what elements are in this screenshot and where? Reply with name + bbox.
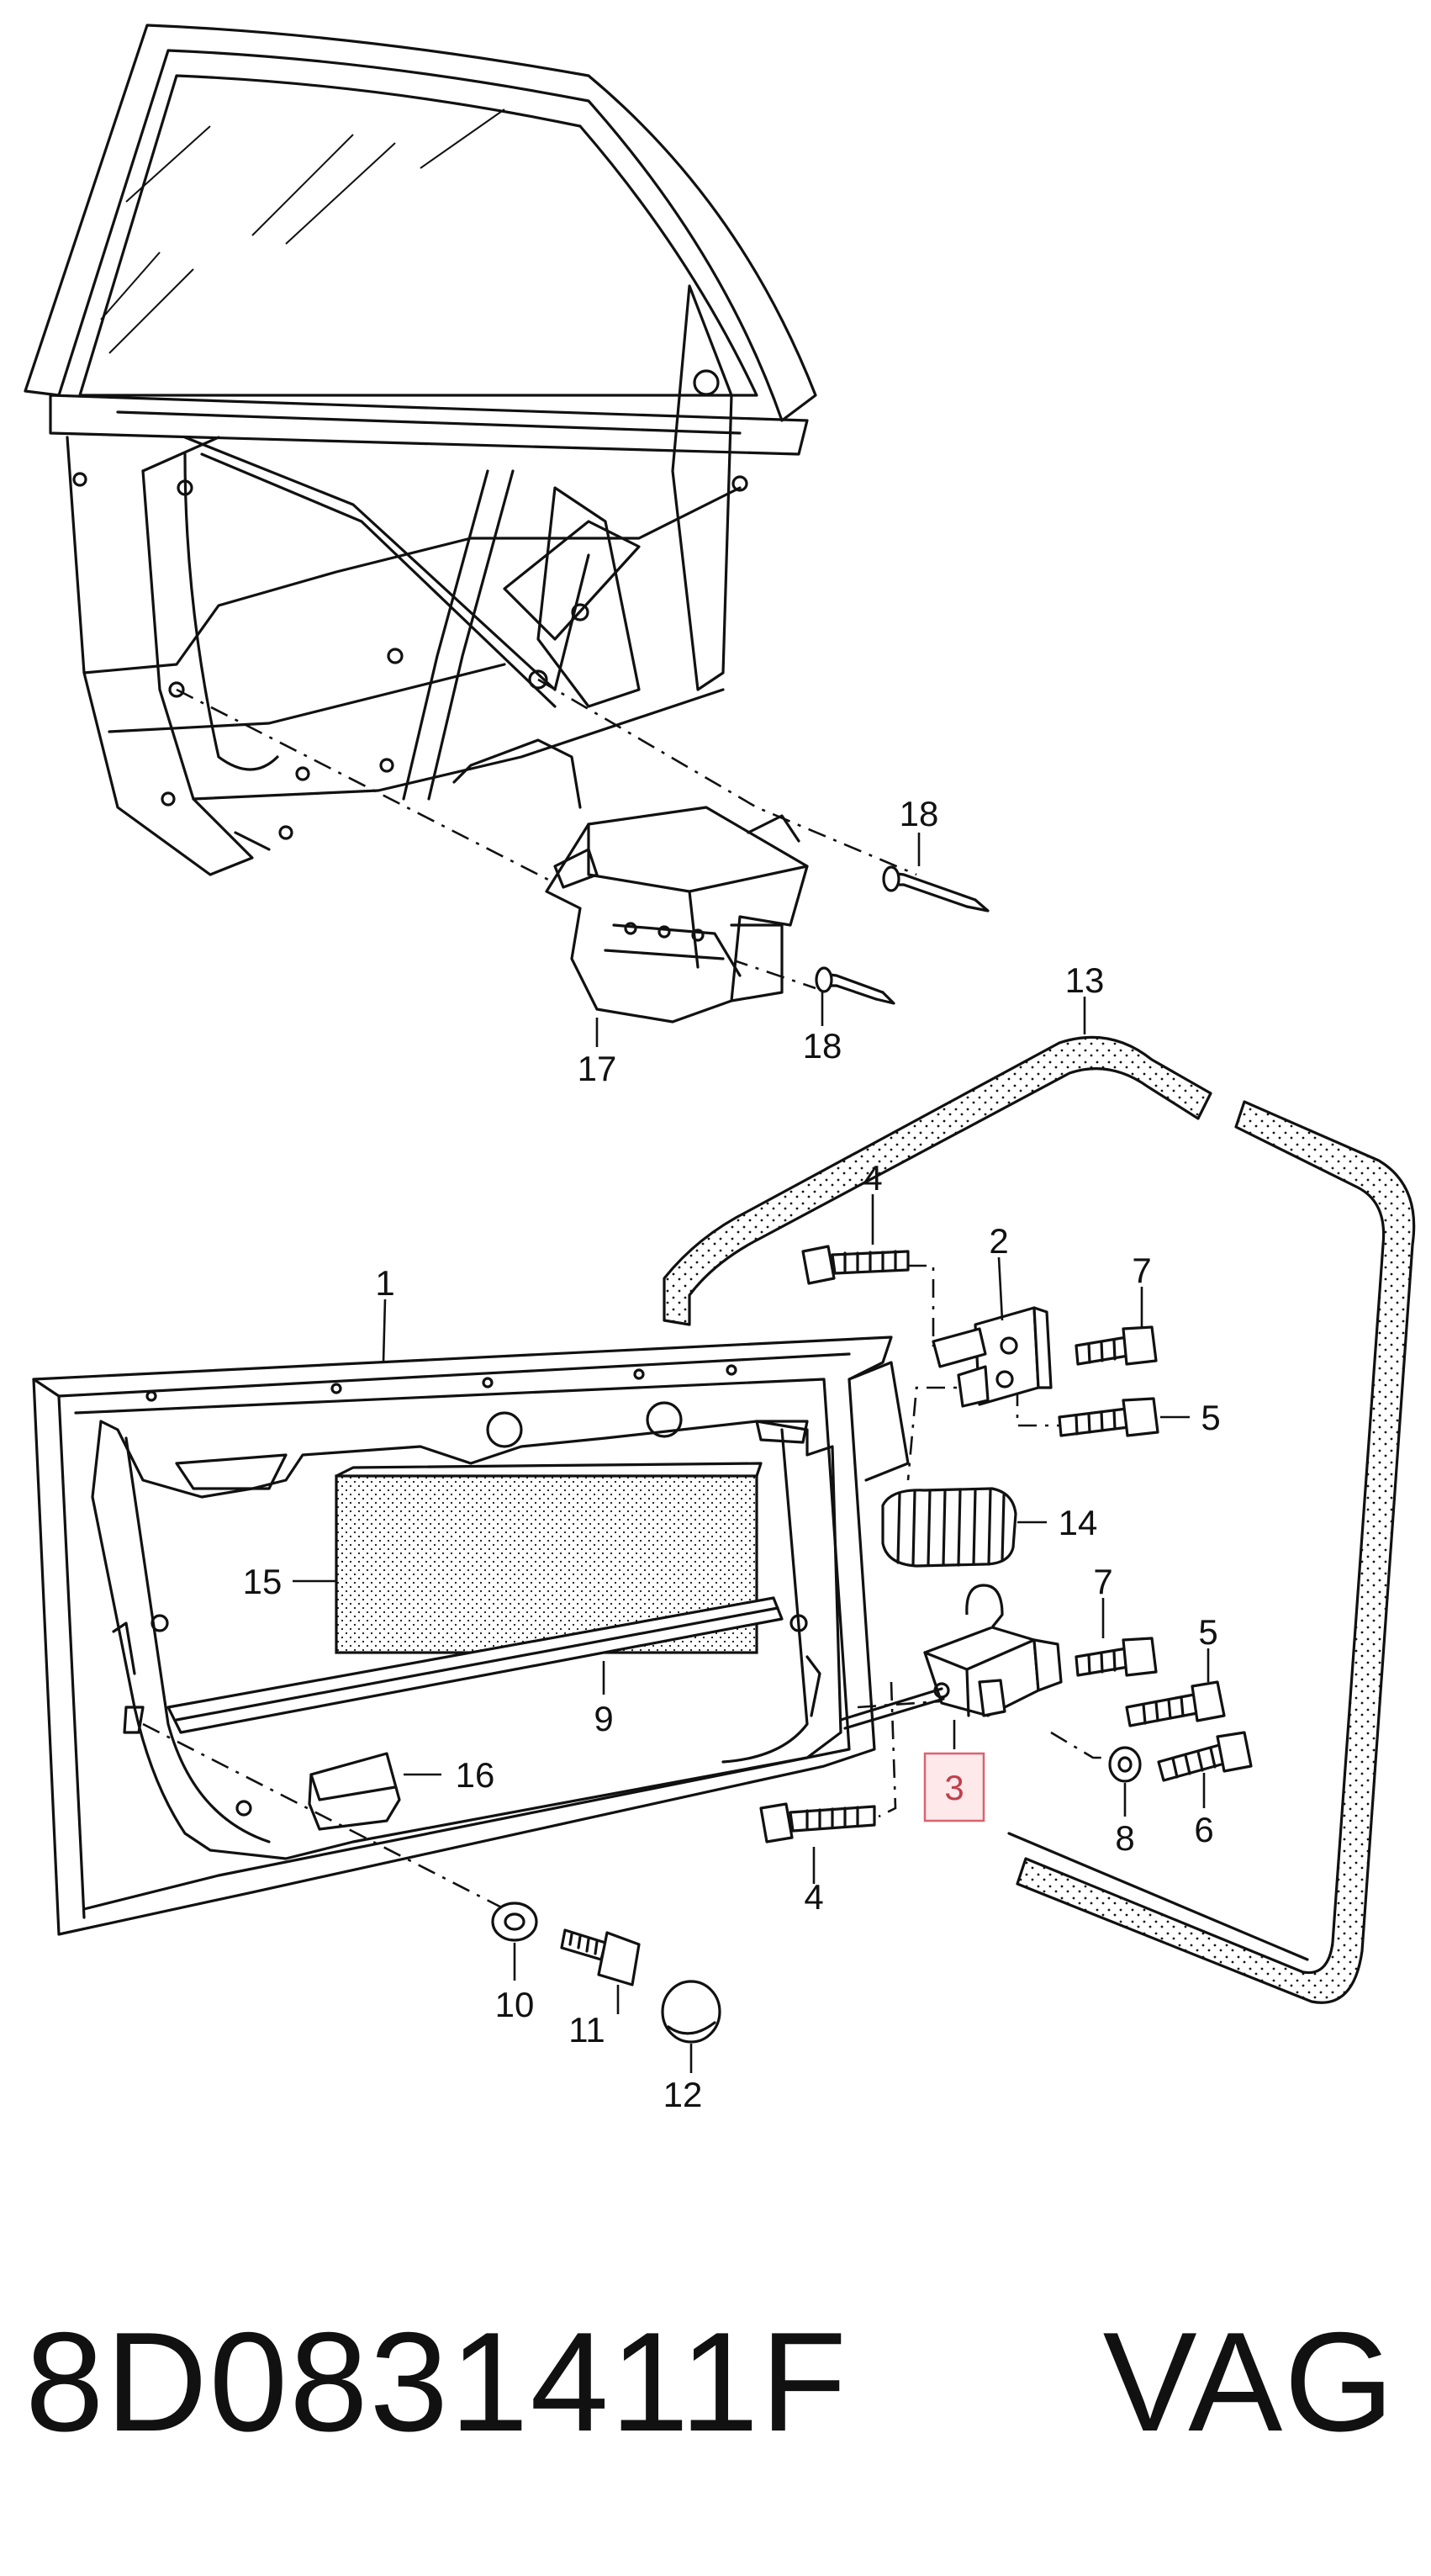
callout-9: 9	[594, 1699, 613, 1738]
part-10-washer	[491, 1902, 538, 1942]
brand-name: VAG	[1103, 2303, 1396, 2461]
callout-12: 12	[663, 2075, 703, 2114]
callout-2: 2	[989, 1221, 1008, 1261]
part-5-bolt-lower	[1125, 1680, 1226, 1727]
part-11-bolt	[560, 1928, 641, 1986]
callout-4-lower: 4	[804, 1877, 823, 1917]
callout-3-highlight-box	[923, 1752, 985, 1822]
part-4-bolt-lower	[759, 1802, 876, 1843]
callout-10: 10	[495, 1985, 535, 2024]
callout-17: 17	[578, 1049, 617, 1088]
part-14-rubber-boot	[881, 1487, 1017, 1568]
part-caption: 8D0831411F VAG	[25, 2303, 1396, 2461]
part-3-door-check	[839, 1584, 1063, 1730]
part-7-bolt-lower	[1075, 1637, 1158, 1677]
callout-7-lower: 7	[1093, 1562, 1112, 1601]
part-5-bolt-upper	[1058, 1397, 1159, 1437]
callout-5-lower: 5	[1198, 1612, 1217, 1652]
part-8-washer	[1108, 1746, 1142, 1783]
part-17-lock-module	[545, 806, 809, 1024]
part-2-hinge-bracket	[932, 1306, 1053, 1408]
callout-6: 6	[1194, 1810, 1213, 1849]
part-13-door-seal	[663, 1035, 1416, 2004]
part-18-rivet-lower	[815, 966, 895, 1005]
part-6-bolt	[1157, 1731, 1253, 1782]
part-9-window-rail	[166, 1596, 784, 1734]
callout-15: 15	[243, 1562, 283, 1601]
part-7-bolt-upper	[1075, 1325, 1158, 1366]
part-number: 8D0831411F	[25, 2303, 848, 2461]
door-frame-upper	[24, 24, 817, 876]
callout-4-upper: 4	[863, 1158, 882, 1198]
callout-1: 1	[375, 1263, 394, 1303]
callout-13: 13	[1065, 960, 1105, 1000]
part-18-rivet-upper	[882, 865, 990, 912]
callout-leaders	[293, 833, 1210, 2073]
callout-11: 11	[568, 2010, 605, 2050]
part-16-foam-block	[308, 1752, 401, 1831]
part-12-cap	[661, 1980, 721, 2044]
callout-7-upper: 7	[1132, 1251, 1151, 1290]
callout-3[interactable]: 3	[944, 1768, 964, 1807]
window-glass	[78, 74, 758, 397]
callout-8: 8	[1115, 1818, 1134, 1858]
part-4-bolt-upper	[801, 1245, 910, 1285]
callout-18-upper: 18	[900, 794, 939, 833]
callout-14: 14	[1059, 1503, 1098, 1542]
callout-5-upper: 5	[1201, 1398, 1220, 1437]
callout-labels: 1 2 3 4 4 5 5 6 7 7 8 9 10 11 12 13 14 1…	[243, 794, 1221, 2114]
callout-18-lower: 18	[803, 1026, 842, 1066]
callout-16: 16	[456, 1755, 495, 1795]
